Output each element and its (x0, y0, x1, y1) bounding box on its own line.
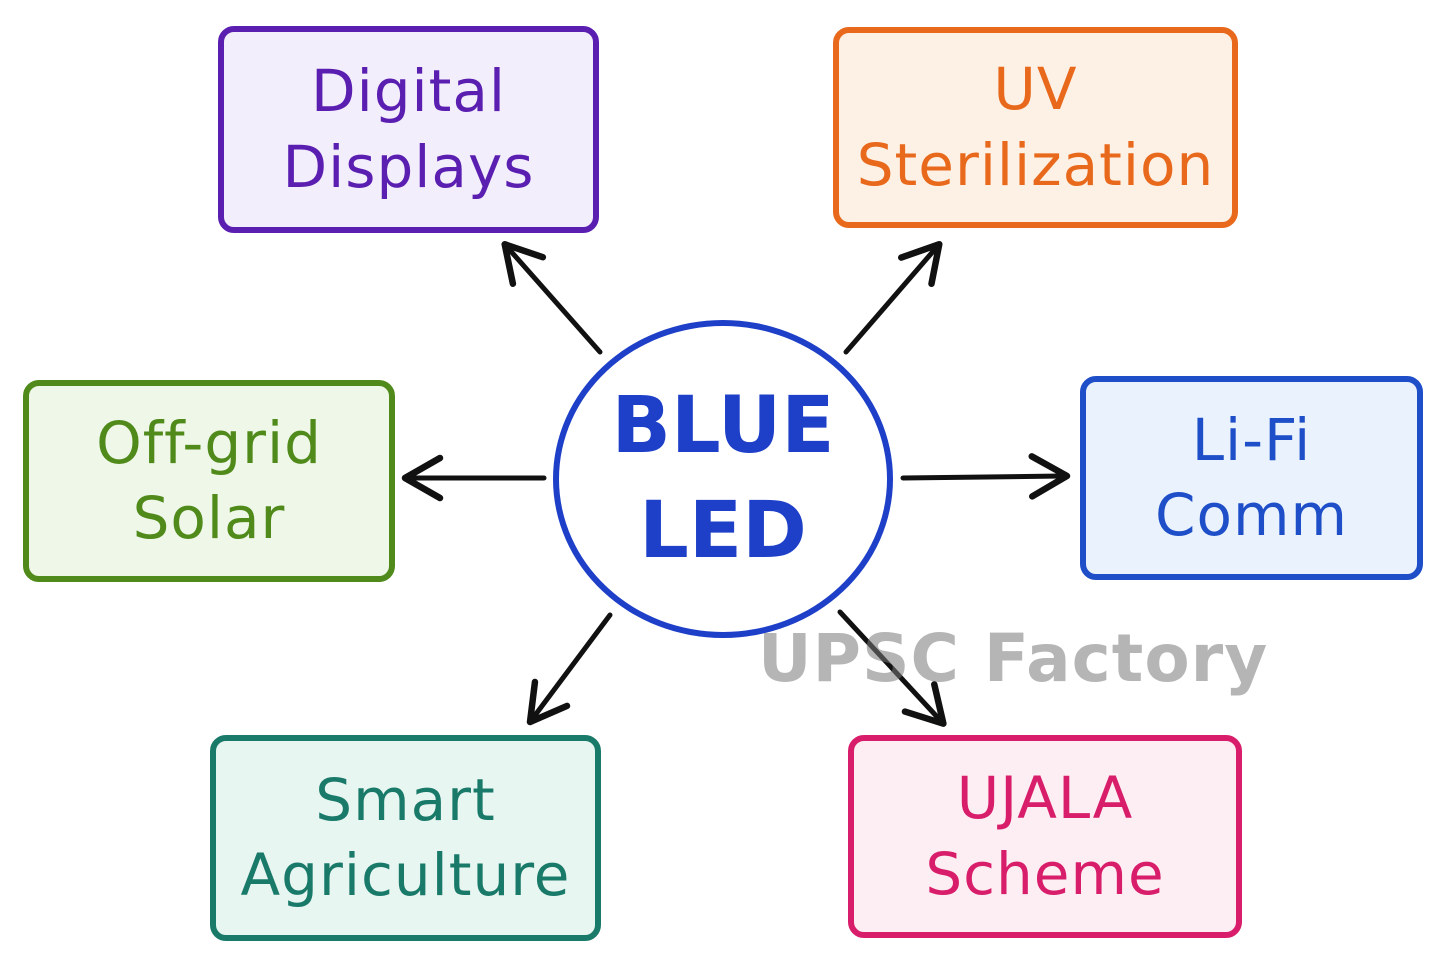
node-uv-sterilization: UV Sterilization (833, 27, 1238, 228)
center-label-line2: LED (639, 486, 807, 576)
node-li-fi-comm: Li-Fi Comm (1080, 376, 1423, 580)
node-label-line1: UJALA (956, 764, 1134, 833)
node-label-line2: Comm (1155, 481, 1348, 549)
arrow-to-ujala-scheme (837, 609, 947, 727)
node-label-line1: Off-grid (96, 408, 322, 477)
node-label-line2: Agriculture (240, 841, 571, 909)
node-label-line1: UV (993, 55, 1078, 124)
node-label-line2: Sterilization (856, 130, 1215, 199)
node-label-line1: Li-Fi (1191, 405, 1312, 474)
watermark: UPSC Factory (758, 620, 1269, 697)
arrow-to-digital-displays (501, 241, 603, 355)
node-label-line1: Digital (310, 57, 507, 126)
arrow-to-li-fi-comm (900, 453, 1071, 500)
arrow-to-smart-agriculture (526, 612, 613, 726)
node-label-line2: Solar (132, 484, 286, 552)
center-node-blue-led: BLUE LED (553, 320, 893, 638)
node-digital-displays: Digital Displays (218, 26, 599, 233)
node-label-line2: Scheme (925, 839, 1165, 908)
node-off-grid-solar: Off-grid Solar (23, 380, 395, 582)
arrow-to-uv-sterilization (843, 240, 943, 355)
node-label-line2: Displays (282, 132, 535, 201)
node-smart-agriculture: Smart Agriculture (210, 735, 601, 941)
node-label-line1: Smart (315, 765, 496, 834)
node-ujala-scheme: UJALA Scheme (848, 735, 1242, 938)
center-label-line1: BLUE (611, 380, 835, 471)
